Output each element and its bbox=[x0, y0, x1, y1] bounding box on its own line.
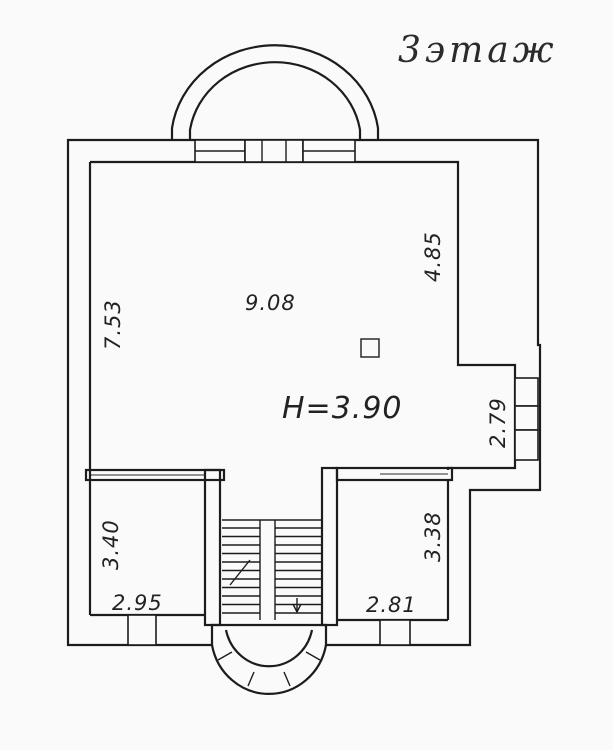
main-area-label: 9.08 bbox=[245, 291, 296, 315]
staircase bbox=[222, 519, 322, 620]
top-bay bbox=[170, 44, 380, 140]
room-left-width-label: 2.95 bbox=[112, 591, 163, 615]
ceiling-height-label: H=3.90 bbox=[282, 391, 403, 426]
bottom-windows bbox=[127, 614, 411, 646]
left-side-label: 7.53 bbox=[101, 299, 125, 350]
right-windows bbox=[514, 377, 539, 461]
floor-title: 3этаж bbox=[398, 30, 558, 71]
right-lower-label: 2.79 bbox=[486, 397, 510, 448]
bottom-bay bbox=[210, 629, 328, 696]
room-left-height-label: 3.40 bbox=[99, 519, 123, 570]
column bbox=[360, 338, 380, 358]
room-right-height-label: 3.38 bbox=[421, 511, 445, 562]
top-windows bbox=[194, 139, 356, 163]
right-upper-label: 4.85 bbox=[421, 231, 445, 282]
right-room bbox=[320, 466, 454, 627]
room-right-width-label: 2.81 bbox=[366, 593, 417, 617]
